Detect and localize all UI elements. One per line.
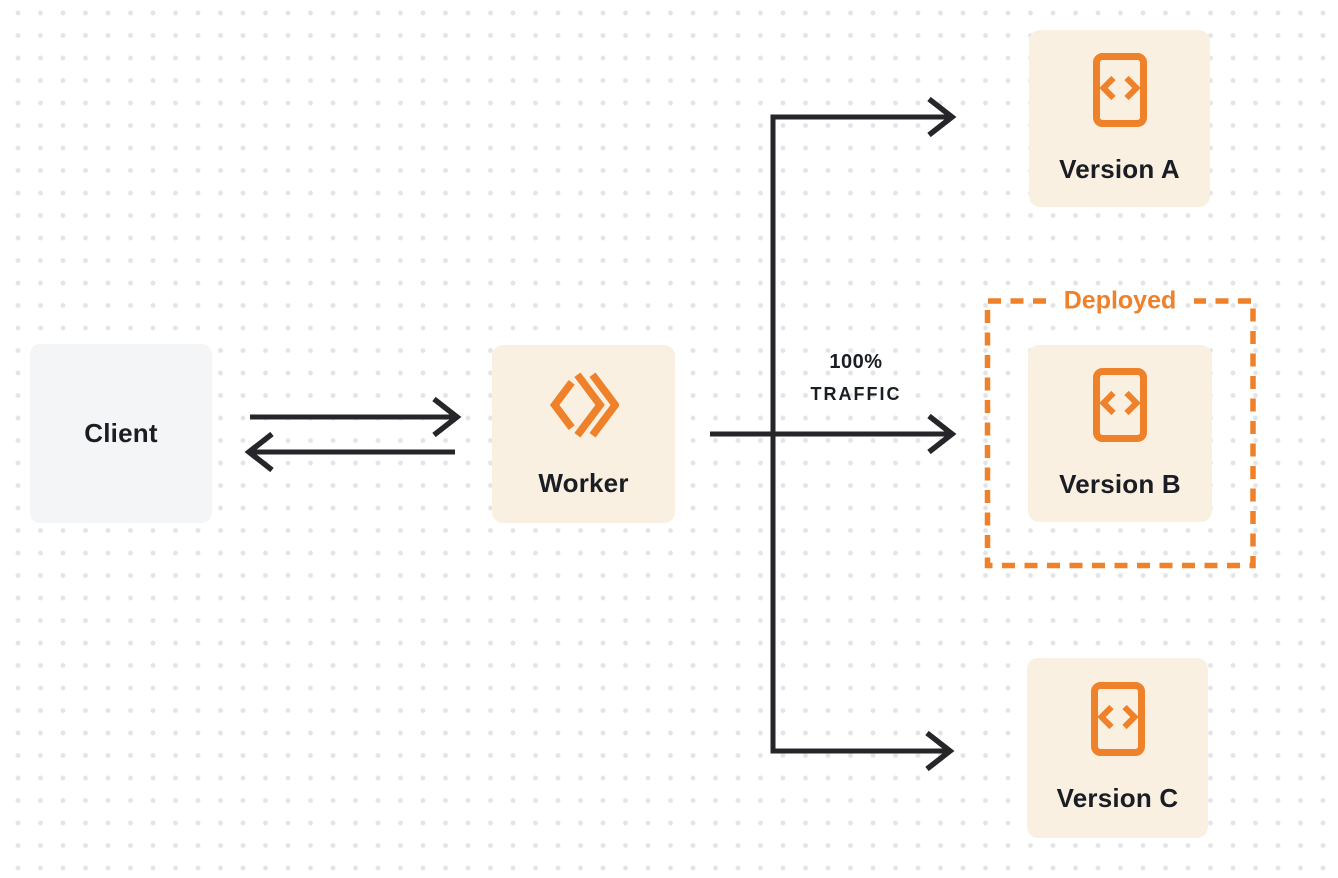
worker-node: Worker [492, 345, 675, 523]
client-node: Client [30, 344, 212, 523]
traffic-percentage-caption: TRAFFIC [810, 384, 902, 404]
version-b-label: Version B [1059, 468, 1181, 499]
traffic-percentage-label: 100% TRAFFIC [779, 351, 933, 405]
version-c-label: Version C [1056, 783, 1179, 813]
worker-label: Worker [538, 468, 629, 498]
client-label: Client [84, 418, 158, 448]
code-document-icon [1090, 682, 1145, 756]
version-a-node: Version A [1029, 30, 1210, 207]
cloudflare-workers-icon [549, 372, 619, 438]
deployed-group-label: Deployed [1063, 286, 1177, 315]
traffic-percentage-value: 100% [829, 351, 883, 373]
version-a-label: Version A [1059, 153, 1180, 184]
version-b-node: Version B [1028, 345, 1212, 522]
branch-arrow-to-version-c [770, 432, 955, 772]
code-document-icon [1093, 367, 1147, 442]
code-document-icon [1092, 52, 1147, 127]
version-c-node: Version C [1027, 658, 1208, 838]
